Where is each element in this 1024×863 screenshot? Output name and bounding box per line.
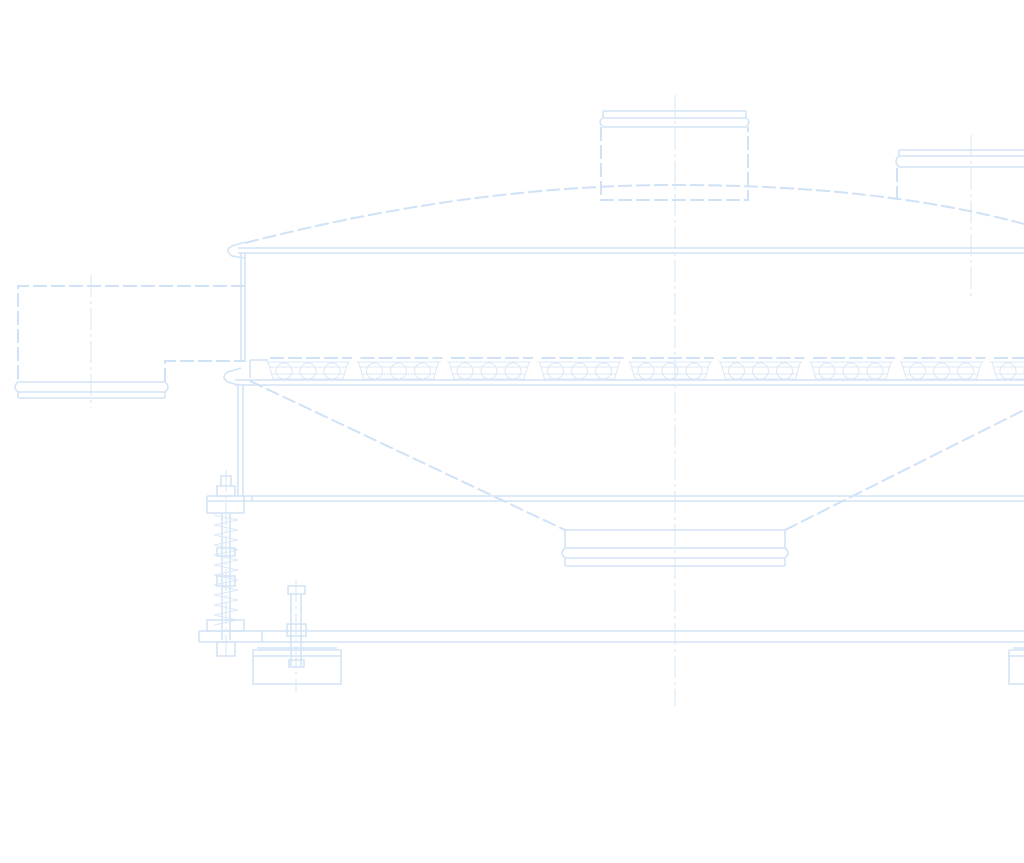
oversize-outlet bbox=[14, 285, 245, 399]
center-lines bbox=[90, 95, 972, 706]
base-plate bbox=[198, 630, 1024, 643]
screen-tray bbox=[628, 357, 714, 380]
cleaning-ball bbox=[842, 362, 860, 380]
cleaning-ball bbox=[390, 362, 407, 380]
top-inlet bbox=[599, 110, 750, 201]
cleaning-ball bbox=[999, 362, 1017, 380]
cleaning-ball bbox=[456, 362, 474, 380]
discharge-cone bbox=[249, 380, 1024, 567]
cleaning-ball bbox=[957, 362, 974, 380]
cleaning-ball bbox=[661, 362, 679, 380]
cleaning-ball bbox=[504, 362, 522, 380]
screen-tray bbox=[899, 357, 986, 380]
screen-tray bbox=[718, 357, 805, 380]
screen-tray bbox=[266, 357, 352, 380]
screen-tray bbox=[537, 357, 624, 380]
cleaning-ball bbox=[595, 362, 612, 380]
cleaning-ball bbox=[571, 362, 588, 380]
side-inlet bbox=[895, 149, 1024, 200]
cleaning-ball bbox=[866, 362, 884, 380]
spring-mount bbox=[206, 475, 245, 657]
cleaning-ball bbox=[752, 362, 769, 380]
cleaning-ball bbox=[480, 362, 498, 380]
screen-tray bbox=[990, 357, 1024, 380]
cleaning-ball bbox=[909, 362, 926, 380]
cleaning-ball bbox=[323, 362, 341, 380]
cleaning-ball bbox=[933, 362, 950, 380]
screen-deck bbox=[223, 357, 1024, 386]
dome-lid bbox=[227, 183, 1024, 259]
cleaning-ball bbox=[776, 362, 793, 380]
cleaning-ball bbox=[547, 362, 564, 380]
cleaning-ball bbox=[366, 362, 383, 380]
upper-body bbox=[240, 253, 246, 362]
cleaning-ball bbox=[637, 362, 655, 380]
cleaning-ball bbox=[685, 362, 703, 380]
cleaning-ball bbox=[728, 362, 745, 380]
lower-frame bbox=[206, 385, 1024, 514]
screen-tray bbox=[356, 357, 443, 380]
cleaning-ball bbox=[414, 362, 431, 380]
screen-tray bbox=[447, 357, 533, 380]
cleaning-ball bbox=[275, 362, 293, 380]
screen-tray bbox=[809, 357, 895, 380]
cleaning-ball bbox=[818, 362, 836, 380]
cleaning-ball bbox=[299, 362, 317, 380]
feet bbox=[252, 585, 1024, 685]
